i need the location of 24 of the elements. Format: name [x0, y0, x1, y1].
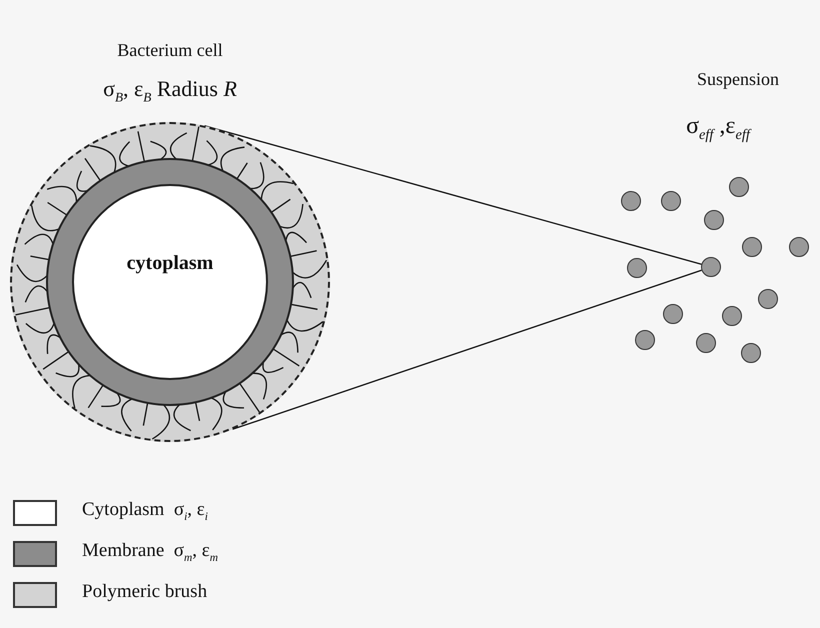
- particle: [722, 306, 742, 326]
- particle: [663, 304, 683, 324]
- particle: [758, 289, 778, 309]
- particle: [627, 258, 647, 278]
- particle: [661, 191, 681, 211]
- particle: [696, 333, 716, 353]
- suspension-label: Suspension: [696, 69, 780, 90]
- particle: [742, 237, 762, 257]
- cell-parameters: σ$_{B}$, ε$_{B}$ Radius R: [102, 76, 238, 106]
- particle: [704, 210, 724, 230]
- legend-label: Polymeric brush: [82, 581, 208, 603]
- magnification-line: [204, 125, 702, 265]
- particle: [635, 330, 655, 350]
- cell-heading: Bacterium cell: [116, 40, 224, 61]
- particle: [701, 257, 721, 277]
- particle: [729, 177, 749, 197]
- particle: [789, 237, 809, 257]
- legend-label: Membrane σ$_{m}$, ε$_{m}$: [82, 540, 218, 564]
- cytoplasm-label: cytoplasm: [126, 252, 214, 275]
- legend-label: Cytoplasm σ$_{i}$, ε$_{i}$: [82, 499, 208, 523]
- suspension-parameters: σ$_{eff}$ ,ε$_{eff}$: [685, 113, 752, 144]
- particle: [621, 191, 641, 211]
- particle: [741, 343, 761, 363]
- magnification-line: [232, 270, 702, 430]
